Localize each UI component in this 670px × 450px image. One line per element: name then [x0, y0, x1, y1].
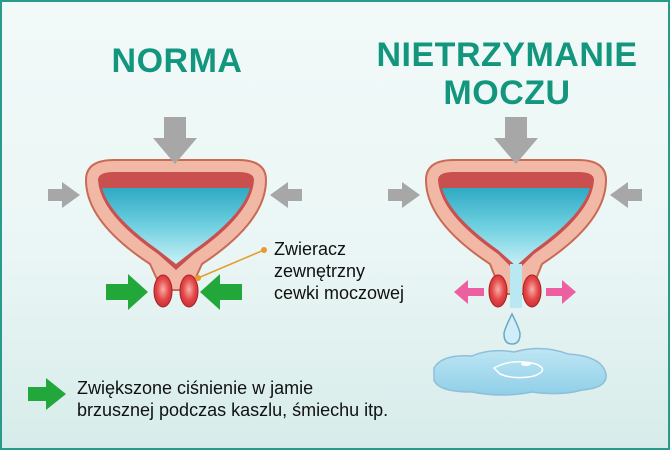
- title-normal: NORMA: [72, 42, 282, 80]
- pressure-arrow-top-incontinence: [494, 117, 538, 164]
- bladder-normal: [84, 159, 268, 308]
- sphincter-left-incontinence: [488, 274, 508, 308]
- green-arrow-left-normal: [106, 274, 148, 310]
- pressure-arrow-left-normal: [48, 182, 80, 208]
- legend-line2: brzusznej podczas kaszlu, śmiechu itp.: [77, 400, 389, 420]
- urethra-leak: [510, 264, 522, 308]
- urine-droplet: [503, 312, 521, 345]
- urine-normal: [102, 188, 250, 264]
- sphincter-label-line3: cewki moczowej: [274, 283, 405, 303]
- pink-arrow-right: [546, 280, 576, 304]
- sphincter-right-normal: [179, 274, 199, 308]
- pressure-arrow-top-normal: [153, 117, 197, 164]
- sphincter-leader-line: [195, 247, 267, 281]
- pressure-arrow-right-incontinence: [610, 182, 642, 208]
- bladder-incontinence: [424, 159, 608, 308]
- legend-line1: Zwiększone ciśnienie w jamie: [77, 378, 314, 398]
- sphincter-label-line2: zewnętrzny: [274, 261, 366, 281]
- title-incontinence: NIETRZYMANIE MOCZU: [357, 36, 657, 112]
- sphincter-label-line1: Zwieracz: [274, 239, 347, 259]
- green-arrow-right-normal: [200, 274, 242, 310]
- title-incontinence-line2: MOCZU: [443, 74, 571, 112]
- urine-incontinence: [442, 188, 590, 266]
- pink-arrow-left: [454, 280, 484, 304]
- sphincter-left-normal: [153, 274, 173, 308]
- pressure-arrow-right-normal: [270, 182, 302, 208]
- legend-green-arrow: [28, 378, 66, 410]
- sphincter-right-incontinence: [522, 274, 542, 308]
- pressure-arrow-left-incontinence: [388, 182, 420, 208]
- sphincter-label: Zwieracz zewnętrzny cewki moczowej: [274, 238, 404, 304]
- legend-text: Zwiększone ciśnienie w jamie brzusznej p…: [77, 377, 388, 421]
- title-incontinence-line1: NIETRZYMANIE: [376, 36, 638, 74]
- urine-puddle: [433, 347, 607, 396]
- title-normal-text: NORMA: [111, 42, 243, 80]
